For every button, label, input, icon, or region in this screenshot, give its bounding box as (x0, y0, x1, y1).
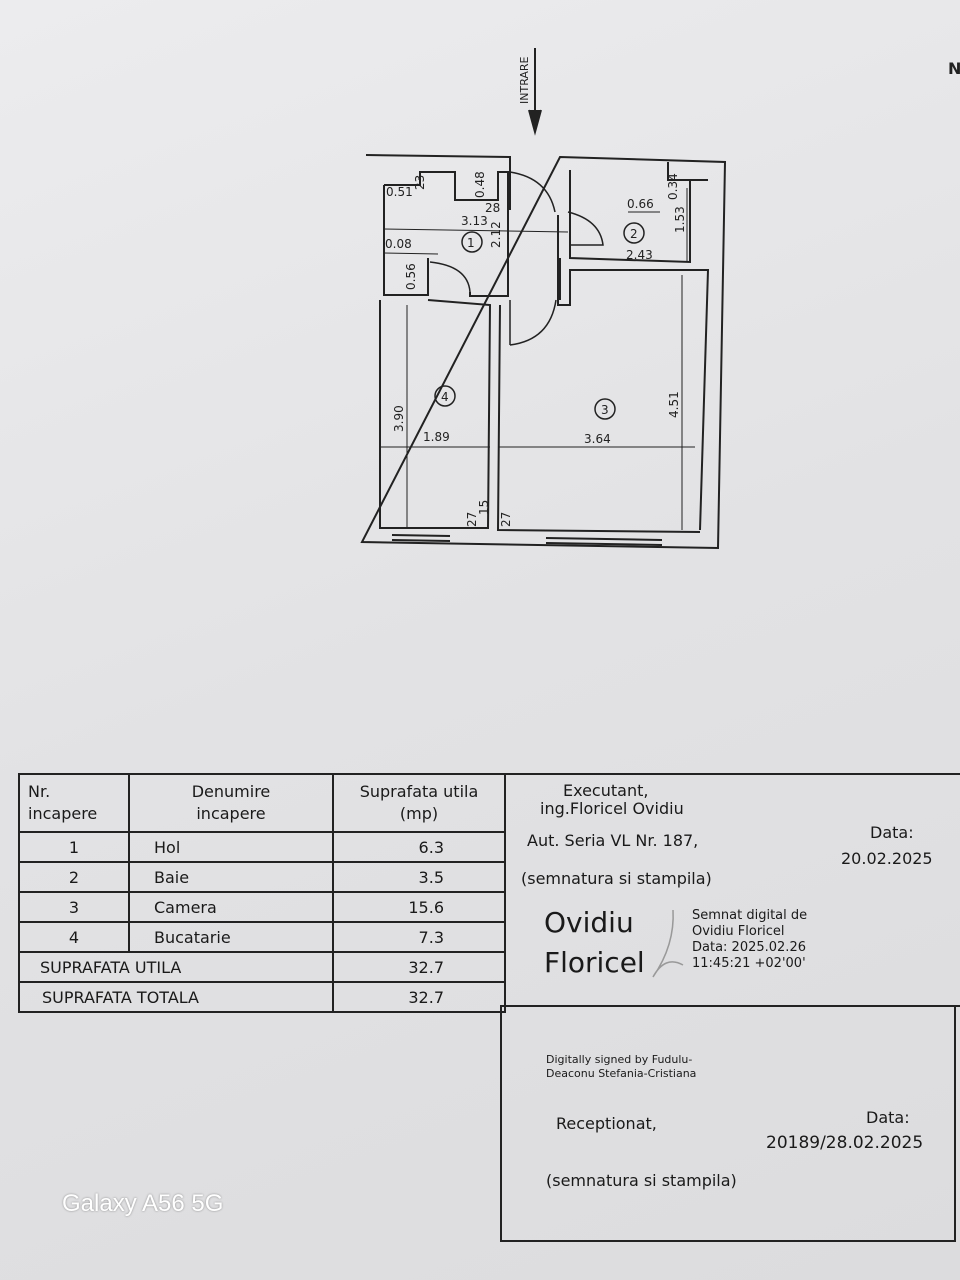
header-nr: Nr. incapere (18, 773, 130, 833)
executant-name: ing.Floricel Ovidiu (540, 799, 684, 818)
cell-nr: 1 (18, 831, 130, 863)
room-number-4: 4 (441, 390, 449, 404)
date-label: Data: (870, 823, 914, 842)
dim: 27 (499, 512, 513, 527)
dim: 0.48 (473, 171, 487, 198)
receptie-date-label: Data: (866, 1108, 910, 1127)
cell-name: Camera (128, 891, 334, 923)
cell-nr: 3 (18, 891, 130, 923)
sig-line: Semnat digital de (692, 908, 808, 923)
sig-line: Deaconu Stefania-Cristiana (546, 1067, 697, 1080)
header-area: Suprafata utila (mp) (332, 773, 506, 833)
dim: 2.12 (489, 221, 503, 248)
dim: 0.56 (404, 263, 418, 290)
dim: 27 (465, 512, 479, 527)
dim: 0.08 (385, 237, 412, 251)
cell-name: Bucatarie (128, 921, 334, 953)
dim: 0.66 (627, 197, 654, 211)
digital-signature-info: Semnat digital de Ovidiu Floricel Data: … (692, 908, 807, 972)
dim: 15 (477, 500, 491, 515)
dim: 0.34 (666, 173, 680, 200)
dimension-lines (380, 188, 695, 530)
room-markers (434, 222, 645, 420)
digital-signature-receptie: Digitally signed by Fudulu- Deaconu Stef… (546, 1053, 696, 1081)
dim: 1.89 (423, 430, 450, 444)
dim: 23 (413, 175, 427, 190)
receptie-title: Receptionat, (556, 1114, 657, 1133)
dim: 0.51 (386, 185, 413, 199)
cell-area: 3.5 (332, 861, 506, 893)
cell-area: 6.3 (332, 831, 506, 863)
dim: 3.64 (584, 432, 611, 446)
receptie-date: 20189/28.02.2025 (766, 1133, 924, 1153)
dim: 3.90 (392, 405, 406, 432)
camera-watermark: Galaxy A56 5G (62, 1190, 224, 1217)
sig-line: Data: 2025.02.26 (692, 940, 806, 955)
dim: 2.43 (626, 248, 653, 262)
dim: 1.53 (673, 206, 687, 233)
entrance-label: INTRARE (518, 56, 531, 104)
receptie-sign-note: (semnatura si stampila) (546, 1171, 737, 1190)
dim: 3.13 (461, 214, 488, 228)
cell-nr: 4 (18, 921, 130, 953)
signature-name-2: Floricel (544, 946, 645, 979)
util-value: 32.7 (332, 951, 506, 983)
total-label: SUPRAFATA TOTALA (18, 981, 334, 1013)
dim: 4.51 (667, 391, 681, 418)
date-value: 20.02.2025 (841, 849, 933, 868)
room-number-3: 3 (601, 403, 609, 417)
cell-name: Hol (128, 831, 334, 863)
total-value: 32.7 (332, 981, 506, 1013)
pdf-signature-icon (652, 909, 684, 978)
executant-title: Executant, (563, 781, 649, 800)
room-number-2: 2 (630, 227, 638, 241)
room-number-1: 1 (467, 236, 475, 250)
signature-name-1: Ovidiu (544, 906, 634, 939)
cell-area: 15.6 (332, 891, 506, 923)
cell-area: 7.3 (332, 921, 506, 953)
sig-line: Digitally signed by Fudulu- (546, 1053, 693, 1066)
sig-line: Ovidiu Floricel (692, 924, 785, 939)
dim: 28 (485, 201, 500, 215)
rooms-table: Nr. incapere Denumire incapere Suprafata… (18, 773, 506, 1013)
north-label: N (948, 59, 960, 78)
cell-nr: 2 (18, 861, 130, 893)
util-label: SUPRAFATA UTILA (18, 951, 334, 983)
authorization: Aut. Seria VL Nr. 187, (527, 831, 699, 850)
sign-note: (semnatura si stampila) (521, 869, 712, 888)
walls (360, 154, 727, 550)
receptie-block (500, 1005, 956, 1242)
entrance-arrow (528, 48, 542, 136)
cell-name: Baie (128, 861, 334, 893)
sig-line: 11:45:21 +02'00' (692, 956, 806, 971)
doors (429, 171, 604, 346)
header-name: Denumire incapere (128, 773, 334, 833)
floor-plan: INTRARE N 1 2 3 4 0.51 23 0.48 28 3.13 2… (360, 48, 960, 550)
